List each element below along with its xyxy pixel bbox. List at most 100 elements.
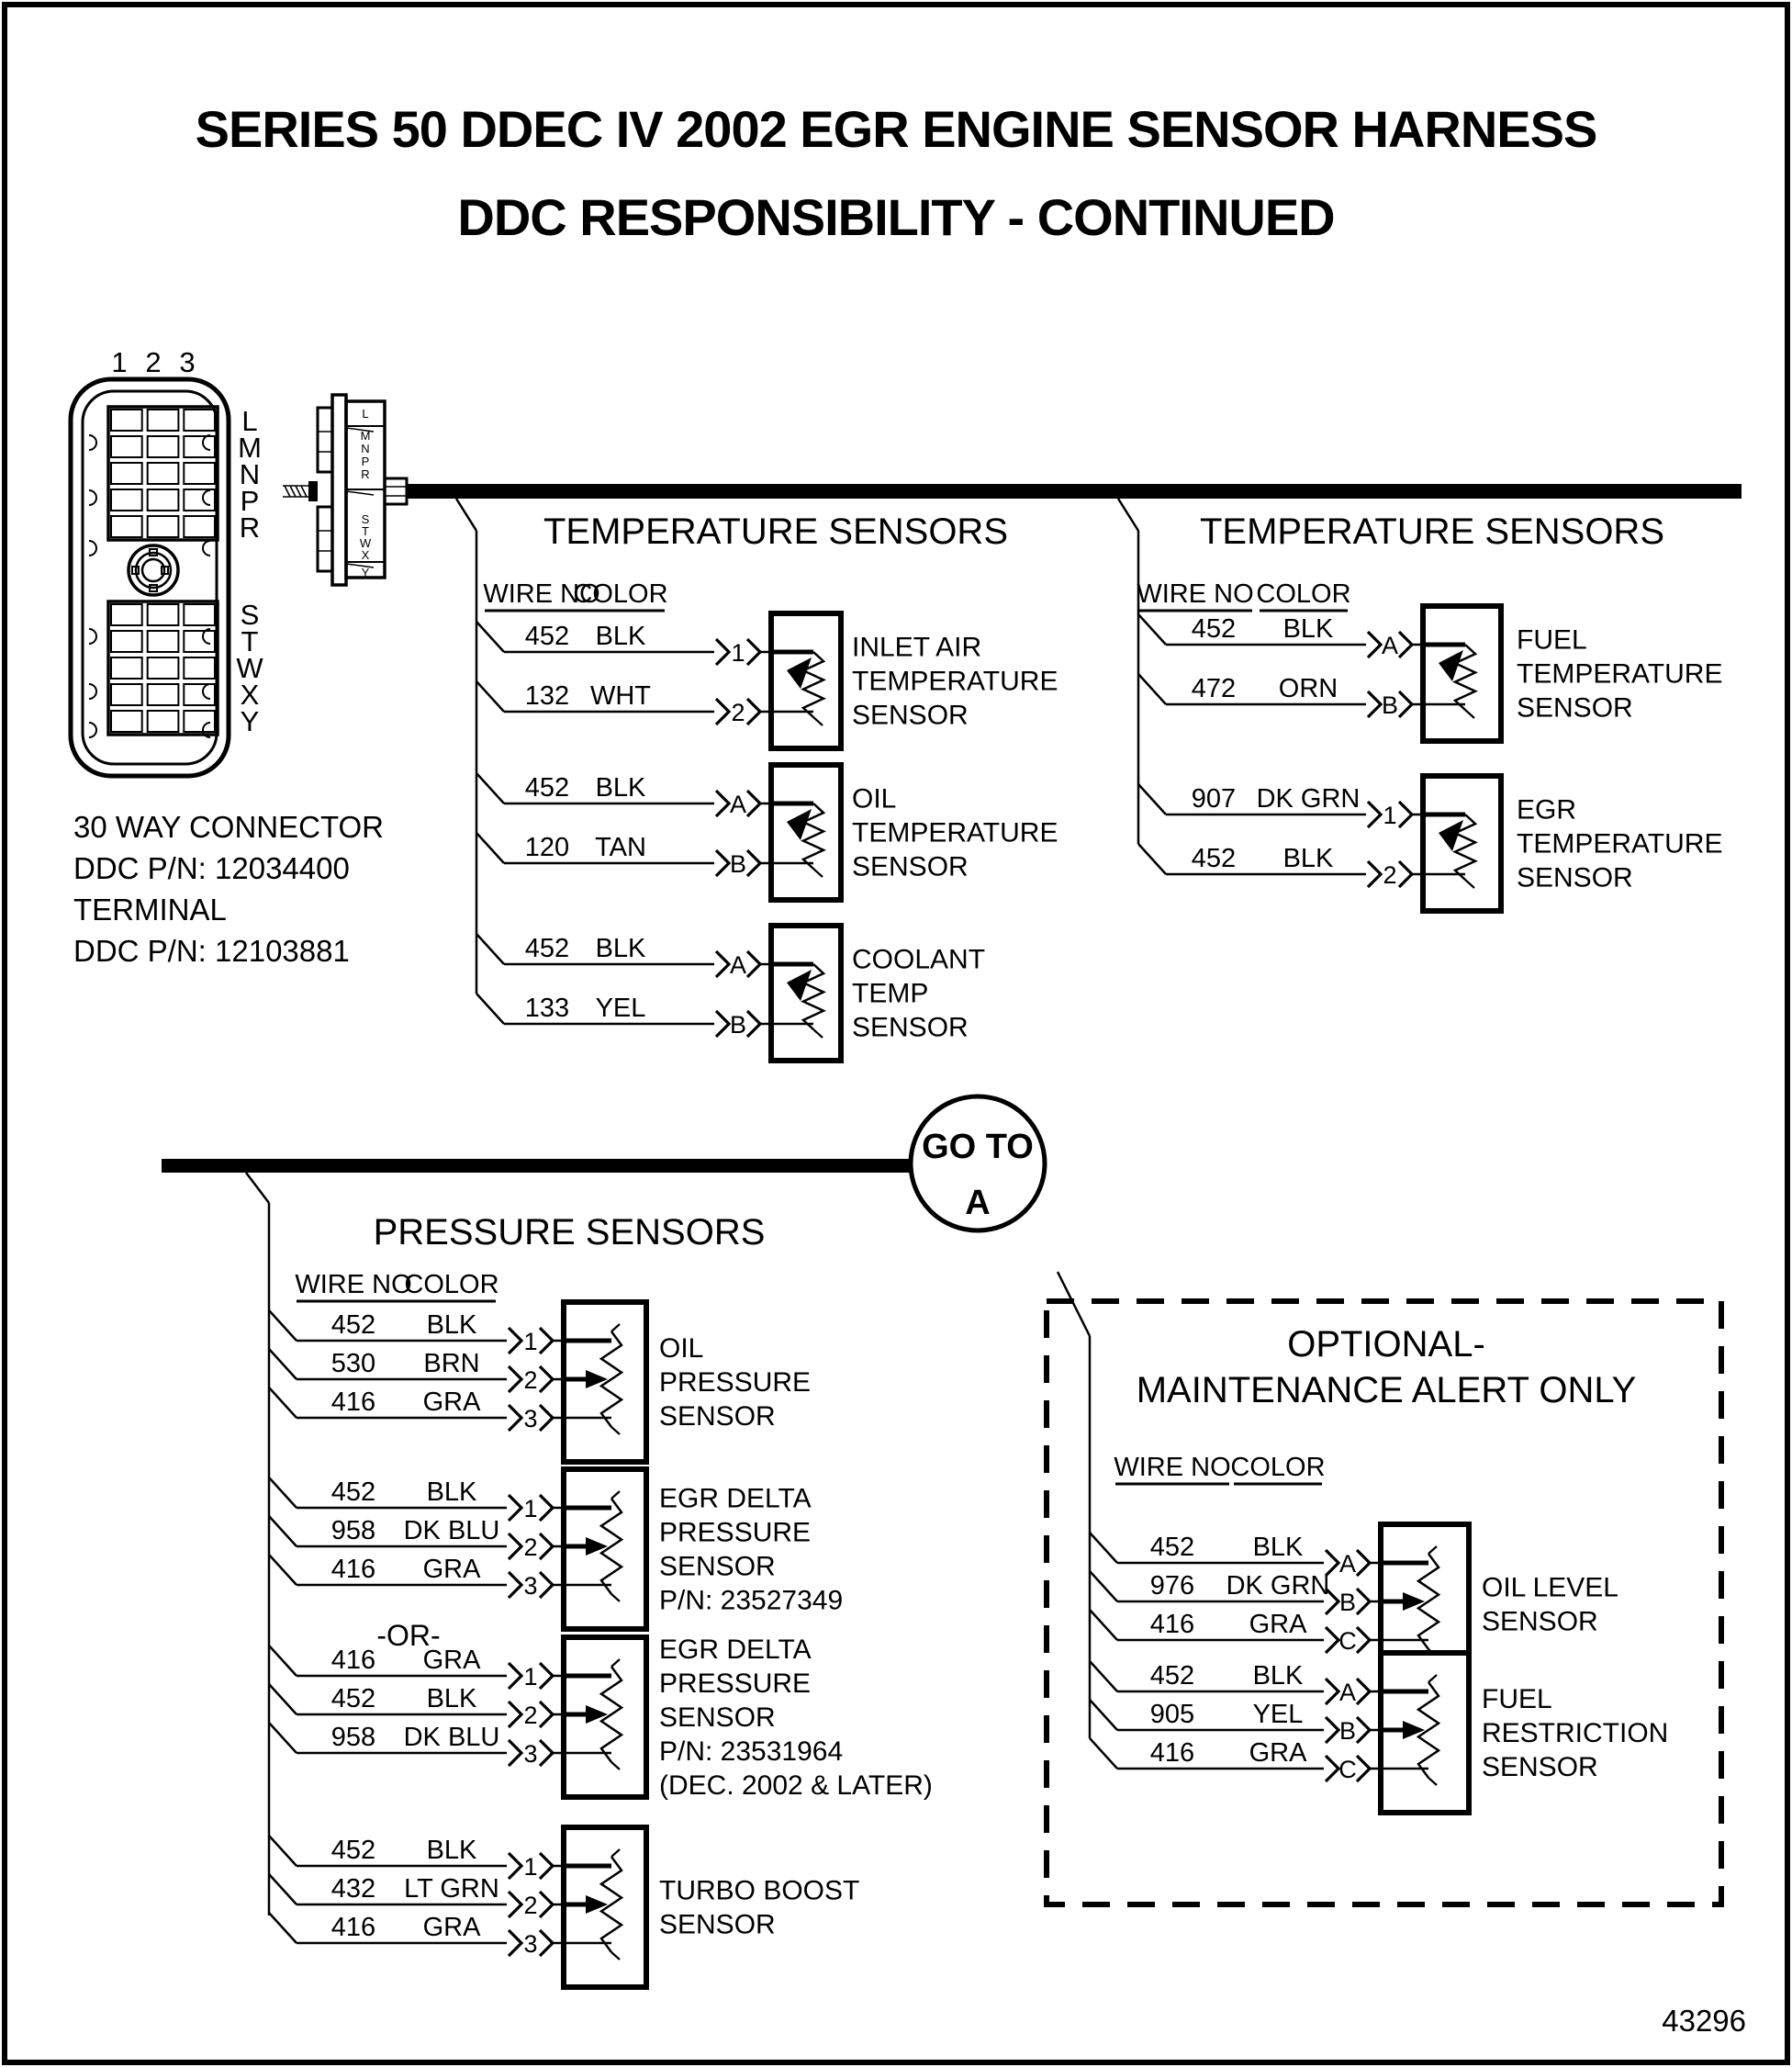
branch-diagonal <box>245 1172 270 1204</box>
pin-label: A <box>1382 632 1398 659</box>
wire-color: TAN <box>595 833 646 862</box>
pin-cell <box>110 462 143 485</box>
side-bump <box>88 683 97 700</box>
row-letter-small: M <box>361 429 371 443</box>
pin-cell <box>110 630 143 653</box>
sensor-box <box>768 611 844 751</box>
wire-number: 452 <box>331 1310 375 1340</box>
pin-cell <box>146 462 180 485</box>
resistor-icon <box>1416 1553 1441 1650</box>
pin-column-label: 2 <box>145 346 161 378</box>
resistor-icon <box>801 963 826 1030</box>
resistor-tail <box>812 868 823 878</box>
goto-letter: A <box>965 1184 990 1222</box>
resistor-tail <box>610 1426 621 1435</box>
chevron-icon <box>714 848 732 878</box>
wire-stub <box>476 772 505 804</box>
sensor-label: RESTRICTION <box>1482 1718 1668 1748</box>
chevron-icon <box>538 1403 555 1432</box>
wire-number: 452 <box>525 622 569 651</box>
pin-cell <box>110 603 143 626</box>
pin-cell <box>146 409 180 432</box>
column-header-wire-no: WIRE NO <box>483 579 599 609</box>
pin-label: C <box>1338 1627 1357 1655</box>
pin-cell <box>183 657 217 680</box>
row-letter: L <box>241 405 257 437</box>
column-header-wire-no: WIRE NO <box>295 1270 411 1299</box>
wire-stub <box>476 621 505 653</box>
thermistor-arrow-icon <box>1439 820 1463 851</box>
pin-label: 1 <box>731 639 745 667</box>
chevron-icon <box>538 1570 555 1600</box>
sensor-label: P/N: 23531964 <box>659 1736 843 1767</box>
wiper-arrow-icon <box>1403 1592 1425 1611</box>
row-letter-small: Y <box>362 566 370 579</box>
chevron-icon <box>714 637 732 667</box>
sensor-label: INLET AIR <box>852 633 981 663</box>
harness-trunk-bottom <box>162 1159 913 1173</box>
wire-color: BRN <box>423 1349 479 1378</box>
pin-label: 2 <box>1383 861 1396 889</box>
wire-color: DK GRN <box>1226 1571 1330 1601</box>
chevron-icon <box>1355 1677 1372 1706</box>
sensor-label: EGR DELTA <box>659 1484 812 1514</box>
chevron-icon <box>1355 1754 1372 1783</box>
side-bump <box>88 628 97 645</box>
pin-label: 3 <box>523 1405 537 1432</box>
chevron-icon <box>538 1738 555 1768</box>
row-letter-small: L <box>362 407 368 421</box>
figure-number: 43296 <box>1662 2004 1746 2038</box>
wire-color: YEL <box>596 994 646 1023</box>
column-header-color: COLOR <box>1256 579 1350 609</box>
pin-label: 1 <box>523 1495 537 1522</box>
sensor-label: SENSOR <box>852 1013 969 1043</box>
chevron-icon <box>507 1700 524 1729</box>
resistor-tail <box>812 1028 823 1039</box>
wire-color: DK BLU <box>404 1516 500 1545</box>
branch-diagonal <box>1116 498 1140 532</box>
wire-stub <box>268 1348 297 1380</box>
sensor-label: FUEL <box>1517 625 1587 656</box>
resistor-tail <box>1428 1777 1438 1786</box>
resistor-tail <box>610 1848 621 1858</box>
wire-stub <box>476 680 505 713</box>
row-letter-small: X <box>362 548 370 562</box>
wire-color: BLK <box>427 1310 477 1340</box>
wire-stub <box>268 1387 297 1419</box>
sensor-label: SENSOR <box>1482 1752 1598 1782</box>
sensor-label: SENSOR <box>1482 1607 1598 1637</box>
section-title: OPTIONAL- <box>1287 1324 1485 1365</box>
connector-caption-line: TERMINAL <box>73 893 227 927</box>
chevron-icon <box>1366 859 1383 889</box>
resistor-icon <box>599 1666 624 1763</box>
side-bump <box>202 683 211 700</box>
chevron-icon <box>538 1928 555 1958</box>
branch-diagonal <box>454 498 478 532</box>
pin-cell <box>110 683 143 706</box>
sensor-label: SENSOR <box>659 1910 776 1940</box>
resistor-icon <box>1452 814 1478 881</box>
chevron-icon <box>1397 859 1415 889</box>
pin-label: B <box>730 850 746 878</box>
sensor-box <box>561 1635 649 1800</box>
resistor-tail <box>610 1593 621 1602</box>
resistor-icon <box>801 803 826 870</box>
page-subtitle: DDC RESPONSIBILITY - CONTINUED <box>457 188 1334 246</box>
chevron-icon <box>1355 1715 1372 1745</box>
chevron-icon <box>507 1570 524 1600</box>
row-letter-small: W <box>360 536 372 550</box>
pin-label: A <box>730 951 746 979</box>
